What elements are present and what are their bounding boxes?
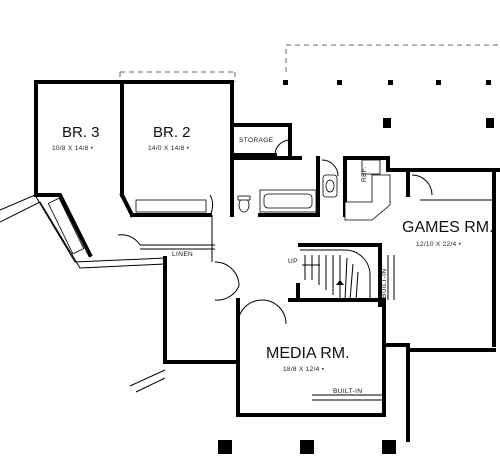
stairs	[300, 249, 371, 301]
walls	[34, 80, 500, 442]
media-name: MEDIA RM.	[266, 345, 350, 362]
builtin-vertical-label: BUILT-IN	[381, 269, 388, 298]
bar-counter: REF.	[344, 159, 391, 221]
doors	[117, 139, 433, 325]
br3-name: BR. 3	[62, 124, 100, 141]
up-label: UP	[288, 258, 298, 265]
patio-outline	[119, 44, 500, 82]
br3-dims: 10/8 X 14/8 •	[52, 145, 94, 152]
media-dims: 18/8 X 12/4 •	[283, 366, 325, 373]
linen-label: LINEN	[172, 251, 193, 258]
games-name: GAMES RM.	[402, 219, 494, 236]
builtin-media-label: BUILT-IN	[333, 388, 362, 395]
columns	[218, 80, 494, 454]
closet-shelves	[47, 197, 207, 255]
exterior-diagonal-lines	[0, 194, 166, 393]
interior-lines	[140, 199, 494, 401]
games-dims: 12/10 X 22/4 •	[416, 241, 462, 248]
br2-name: BR. 2	[153, 124, 191, 141]
ref-label: REF.	[361, 166, 368, 182]
bath-fixtures	[237, 174, 338, 213]
storage-label: STORAGE	[239, 137, 274, 144]
br2-dims: 14/0 X 14/8 •	[148, 145, 190, 152]
